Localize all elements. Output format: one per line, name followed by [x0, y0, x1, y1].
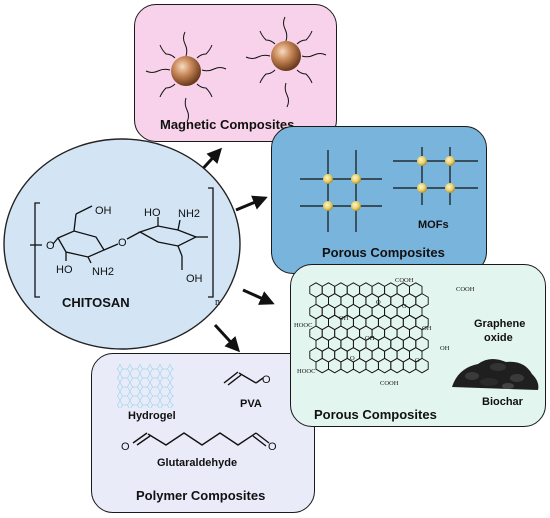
repeat-subscript: n — [215, 297, 220, 308]
hydrogel-icon — [117, 364, 174, 408]
graphene-hex — [365, 357, 379, 374]
chitosan-atom: OH — [95, 205, 112, 217]
go-group-label: OH — [440, 345, 450, 352]
go-group-label: O — [350, 355, 355, 362]
magnetic-nanoparticle-icon — [145, 31, 227, 123]
glutaraldehyde-oxygen: O — [121, 441, 130, 453]
chitosan-ellipse — [3, 138, 241, 350]
mof-framework-icon — [393, 147, 478, 205]
go-group-label: COOH — [395, 277, 414, 284]
graphene-hex — [315, 357, 329, 374]
go-group-label: O — [376, 299, 381, 306]
mofs-label: MOFs — [418, 219, 449, 231]
mof-framework-icon — [300, 150, 382, 232]
pva-oxygen: O — [262, 374, 271, 386]
graphene-hex — [402, 357, 417, 374]
magnetic-nanoparticle-icon — [245, 16, 327, 108]
graphene-hex — [390, 357, 404, 374]
chitosan-title: CHITOSAN — [62, 295, 130, 310]
go-group-label: OH — [339, 315, 349, 322]
pva-structure-icon — [223, 371, 264, 386]
polymer-composites-title: Polymer Composites — [136, 488, 266, 503]
chitosan-atom: O — [46, 240, 55, 252]
porous-mof-title: Porous Composites — [322, 245, 445, 260]
arrow-to-polymer — [213, 323, 241, 353]
graphene-label: Graphene — [474, 318, 526, 330]
chitosan-atom: HO — [56, 264, 73, 276]
chitosan-structure-icon — [30, 187, 214, 298]
go-group-label: HOOC — [294, 322, 312, 329]
biochar-label: Biochar — [482, 396, 523, 408]
glutaraldehyde-structure-icon — [132, 432, 270, 447]
go-group-label: OH — [422, 325, 432, 332]
glutaraldehyde-label: Glutaraldehyde — [157, 457, 238, 469]
graphene-hex — [415, 357, 429, 374]
magnetic-composites-panel — [134, 4, 337, 142]
graphene-oxide-icon: COOH COOH COOH HOOC HOOC OH OH OH OH O O… — [294, 277, 475, 387]
porous-mof-panel — [271, 126, 487, 274]
go-group-label: O — [402, 303, 407, 310]
graphene-hex — [328, 357, 342, 374]
glutaraldehyde-oxygen: O — [268, 441, 277, 453]
go-group-label: OH — [365, 335, 375, 342]
pva-label: PVA — [240, 398, 262, 410]
biochar-icon — [452, 358, 539, 390]
arrow-to-porous-carbon — [242, 288, 275, 305]
graphene-hex — [352, 357, 367, 374]
go-group-label: COOH — [380, 380, 399, 387]
go-group-label: COOH — [456, 286, 475, 293]
arrows — [195, 147, 275, 353]
arrow-to-porous-mof — [235, 195, 268, 212]
chitosan-atom: NH2 — [178, 208, 200, 220]
magnetic-composites-title: Magnetic Composites — [160, 117, 295, 132]
chitosan-atom: HO — [144, 207, 161, 219]
porous-carbon-title: Porous Composites — [314, 407, 437, 422]
chitosan-atom: NH2 — [92, 266, 114, 278]
hydrogel-label: Hydrogel — [128, 410, 176, 422]
chitosan-atom: O — [118, 237, 127, 249]
go-group-label: HOOC — [297, 368, 315, 375]
chitosan-atom: OH — [186, 273, 203, 285]
oxide-label: oxide — [484, 332, 513, 344]
porous-carbon-panel — [290, 264, 546, 427]
graphene-hex — [377, 357, 392, 374]
go-group-label: O — [415, 357, 420, 364]
